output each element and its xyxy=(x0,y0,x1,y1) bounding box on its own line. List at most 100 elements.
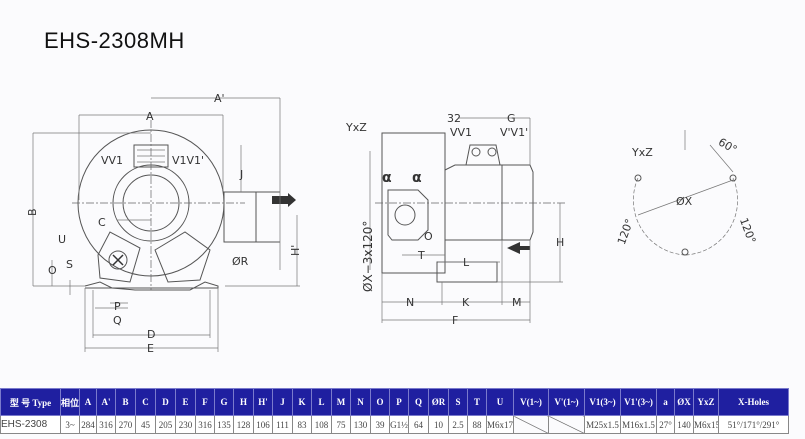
column-header: a xyxy=(656,388,675,416)
column-header: N xyxy=(350,388,371,416)
label-alpha-right: α xyxy=(412,170,422,186)
dim-q: Q xyxy=(113,314,122,327)
dim-g: G xyxy=(507,112,516,125)
dim-c: C xyxy=(98,216,106,229)
left-foot xyxy=(97,231,141,283)
column-header: C xyxy=(135,388,156,416)
label-120-right: 120° xyxy=(737,216,758,245)
dim-f: F xyxy=(452,314,458,327)
column-header: 型 号 Type xyxy=(0,388,61,416)
label-v1v1: V1V1' xyxy=(172,154,204,167)
column-header: D xyxy=(155,388,176,416)
dim-m: M xyxy=(512,296,522,309)
outlet-arrow-icon xyxy=(272,193,296,207)
table-cell: 140 xyxy=(674,415,694,434)
column-header: H xyxy=(233,388,254,416)
column-header: X-Holes xyxy=(718,388,789,416)
column-header: U xyxy=(486,388,514,416)
dim-l: L xyxy=(463,256,470,269)
column-header: G xyxy=(214,388,234,416)
dim-k: K xyxy=(462,296,470,309)
table-cell: 2.5 xyxy=(448,415,468,434)
label-vv1-side: VV1 xyxy=(450,126,472,139)
table-cell: G1½ xyxy=(389,415,409,434)
inlet-bore xyxy=(122,174,180,232)
dim-b: B xyxy=(26,208,39,216)
column-header: E xyxy=(175,388,196,416)
model-title: EHS-2308MH xyxy=(44,28,185,53)
column-header: Q xyxy=(408,388,429,416)
table-cell: 135 xyxy=(214,415,234,434)
column-header: V'(1~) xyxy=(548,388,585,416)
table-cell: 10 xyxy=(428,415,449,434)
dim-a-prime: A' xyxy=(214,92,225,105)
column-header: YxZ xyxy=(693,388,719,416)
column-header: V1(3~) xyxy=(584,388,621,416)
label-u: U xyxy=(58,233,66,246)
dim-n: N xyxy=(406,296,414,309)
label-120-left: 120° xyxy=(615,217,636,246)
dim-h-prime: H' xyxy=(289,245,302,256)
dimension-drawing: A' A B C VV1 V1V1' J H' U ØR O S P Q D E xyxy=(26,92,758,355)
dim-32: 32 xyxy=(447,112,461,125)
column-header: V(1~) xyxy=(513,388,549,416)
dim-e: E xyxy=(147,342,154,355)
table-cell: 284 xyxy=(79,415,97,434)
label-yxz: YxZ xyxy=(345,121,367,134)
dim-p: P xyxy=(114,300,121,313)
column-header: 相位 xyxy=(60,388,80,416)
table-cell: M6x15 xyxy=(693,415,719,434)
dim-a: A xyxy=(146,110,154,123)
dim-h: H xyxy=(556,236,564,249)
table-cell: 88 xyxy=(467,415,487,434)
table-cell: 111 xyxy=(272,415,293,434)
label-vv1: VV1 xyxy=(101,154,123,167)
table-cell: 128 xyxy=(233,415,254,434)
column-header: B xyxy=(115,388,136,416)
column-header: P xyxy=(389,388,409,416)
label-x-holes: ØX−3x120° xyxy=(361,221,375,292)
table-cell: 316 xyxy=(96,415,116,434)
column-header: A xyxy=(79,388,97,416)
flange-port xyxy=(387,189,429,241)
table-cell: EHS-2308 xyxy=(0,415,61,434)
table-cell: 45 xyxy=(135,415,156,434)
motor-end xyxy=(502,164,534,241)
inlet-arrow-icon xyxy=(507,242,530,254)
column-header: S xyxy=(448,388,468,416)
label-r: ØR xyxy=(232,255,249,268)
table-cell: 130 xyxy=(350,415,371,434)
column-header: F xyxy=(195,388,215,416)
table-cell: M16x1.5 xyxy=(620,415,657,434)
table-cell: 51°/171°/291° xyxy=(718,415,789,434)
column-header: ØX xyxy=(674,388,694,416)
table-cell: 108 xyxy=(311,415,332,434)
column-header: V1'(3~) xyxy=(620,388,657,416)
dim-s: S xyxy=(66,258,73,271)
dim-t: T xyxy=(417,249,425,262)
table-cell: 39 xyxy=(370,415,390,434)
table-cell xyxy=(513,415,549,434)
table-cell: 64 xyxy=(408,415,429,434)
label-yxz-flange: YxZ xyxy=(631,146,653,159)
dim-d: D xyxy=(147,328,155,341)
table-cell: 83 xyxy=(292,415,312,434)
column-header: H' xyxy=(253,388,273,416)
column-header: O xyxy=(370,388,390,416)
table-cell: 3~ xyxy=(60,415,80,434)
column-header: M xyxy=(331,388,351,416)
front-view: A' A B C VV1 V1V1' J H' U ØR O S P Q D E xyxy=(26,92,302,355)
label-v-prime-v1-prime: V'V1' xyxy=(500,126,528,139)
table-cell: 316 xyxy=(195,415,215,434)
label-alpha-left: α xyxy=(382,170,392,186)
table-cell: 106 xyxy=(253,415,273,434)
table-cell: M6x17 xyxy=(486,415,514,434)
table-cell: 270 xyxy=(115,415,136,434)
base xyxy=(84,281,219,291)
table-cell: 230 xyxy=(175,415,196,434)
side-view: YxZ 32 G VV1 V'V1' α α ØX−3x120° O T L H… xyxy=(345,112,565,327)
dim-o-side: O xyxy=(424,230,433,243)
terminal-box xyxy=(465,144,501,166)
